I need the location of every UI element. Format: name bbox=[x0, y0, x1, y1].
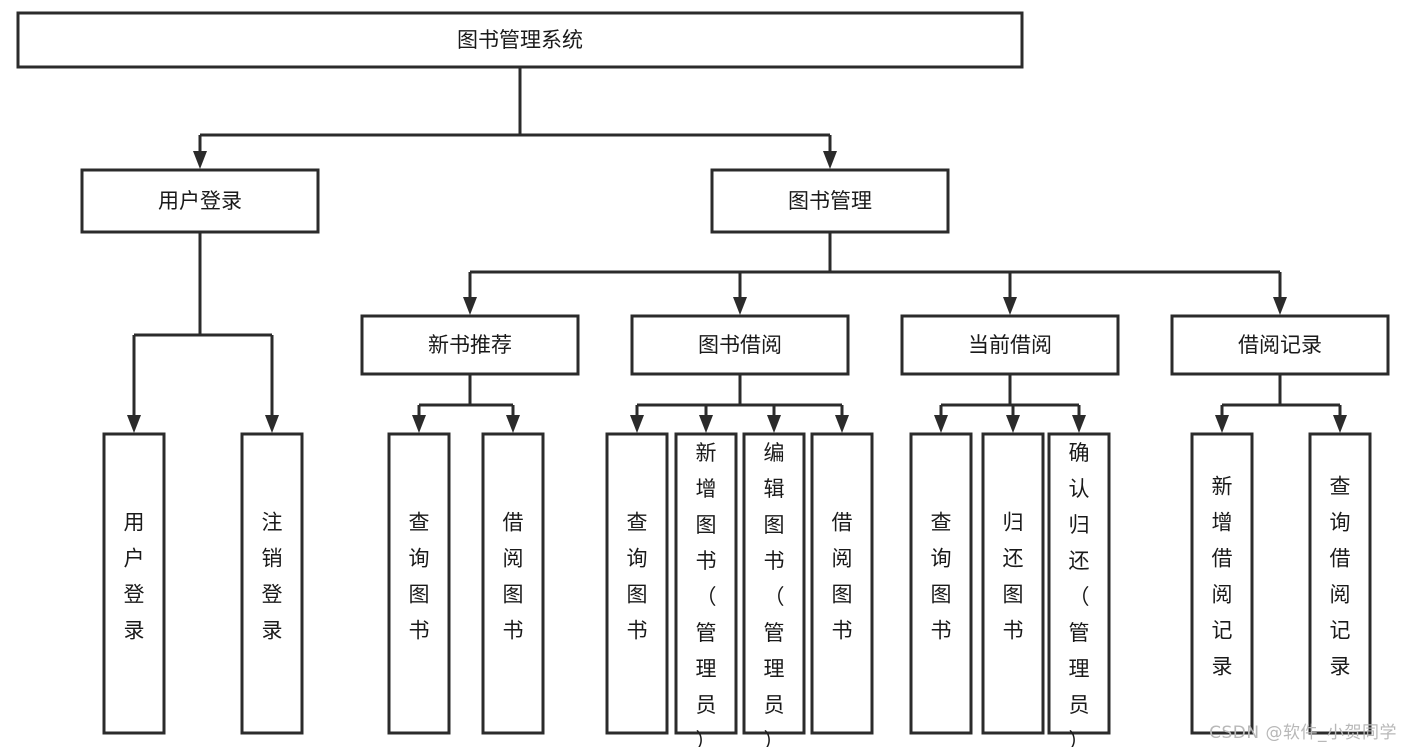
node-label: 借阅图书 bbox=[832, 511, 853, 643]
node-label: 借阅图书 bbox=[503, 511, 524, 643]
node-leaf-confirm-return-admin[interactable]: 确认归还（管理员） bbox=[1047, 432, 1111, 747]
arrow-head-icon bbox=[1273, 297, 1287, 315]
node-box bbox=[1170, 314, 1390, 376]
node-box bbox=[240, 432, 304, 735]
node-label: 用户登录 bbox=[124, 511, 145, 643]
node-box bbox=[387, 432, 451, 735]
arrow-head-icon bbox=[835, 415, 849, 433]
node-label: 借阅记录 bbox=[1238, 333, 1322, 357]
node-box bbox=[742, 432, 806, 735]
arrow-head-icon bbox=[1006, 415, 1020, 433]
node-box bbox=[810, 432, 874, 735]
arrow-head-icon bbox=[767, 415, 781, 433]
node-label: 图书管理 bbox=[788, 189, 872, 213]
node-box bbox=[674, 432, 738, 735]
arrow-head-icon bbox=[463, 297, 477, 315]
arrow-head-icon bbox=[1215, 415, 1229, 433]
node-box bbox=[710, 168, 950, 234]
node-root[interactable]: 图书管理系统 bbox=[16, 11, 1024, 69]
node-leaf-query-book-borrow[interactable]: 查询图书 bbox=[605, 432, 669, 735]
node-label: 图书借阅 bbox=[698, 333, 782, 357]
node-label: 确认归还（管理员） bbox=[1069, 441, 1090, 747]
node-leaf-edit-book-admin[interactable]: 编辑图书（管理员） bbox=[742, 432, 806, 747]
arrow-head-icon bbox=[193, 151, 207, 169]
node-box bbox=[909, 432, 973, 735]
arrow-head-icon bbox=[1333, 415, 1347, 433]
node-box bbox=[1308, 432, 1372, 735]
arrow-head-icon bbox=[934, 415, 948, 433]
node-box bbox=[605, 432, 669, 735]
arrow-head-icon bbox=[1072, 415, 1086, 433]
connector-layer bbox=[127, 67, 1347, 433]
node-box bbox=[80, 168, 320, 234]
node-label: 注销登录 bbox=[262, 511, 283, 643]
node-label: 新增借阅记录 bbox=[1212, 475, 1233, 679]
node-book-borrow[interactable]: 图书借阅 bbox=[630, 314, 850, 376]
node-leaf-add-borrow-record[interactable]: 新增借阅记录 bbox=[1190, 432, 1254, 735]
node-box bbox=[900, 314, 1120, 376]
node-leaf-borrow-book[interactable]: 借阅图书 bbox=[810, 432, 874, 735]
node-label: 用户登录 bbox=[158, 189, 242, 213]
node-leaf-add-book-admin[interactable]: 新增图书（管理员） bbox=[674, 432, 738, 747]
node-box bbox=[1047, 432, 1111, 735]
node-label: 查询图书 bbox=[627, 511, 648, 643]
node-box bbox=[102, 432, 166, 735]
node-label: 新增图书（管理员） bbox=[696, 441, 717, 747]
node-label: 查询图书 bbox=[931, 511, 952, 643]
node-box bbox=[360, 314, 580, 376]
node-label: 查询借阅记录 bbox=[1330, 475, 1351, 679]
node-leaf-query-borrow-record[interactable]: 查询借阅记录 bbox=[1308, 432, 1372, 735]
node-leaf-borrow-book-recommend[interactable]: 借阅图书 bbox=[481, 432, 545, 735]
node-label: 图书管理系统 bbox=[457, 28, 583, 52]
node-leaf-query-book-recommend[interactable]: 查询图书 bbox=[387, 432, 451, 735]
node-box bbox=[1190, 432, 1254, 735]
node-label: 归还图书 bbox=[1003, 511, 1024, 643]
arrow-head-icon bbox=[630, 415, 644, 433]
node-leaf-query-book-current[interactable]: 查询图书 bbox=[909, 432, 973, 735]
node-leaf-user-logout[interactable]: 注销登录 bbox=[240, 432, 304, 735]
node-box bbox=[16, 11, 1024, 69]
node-current-borrow[interactable]: 当前借阅 bbox=[900, 314, 1120, 376]
node-layer: 图书管理系统用户登录图书管理新书推荐图书借阅当前借阅借阅记录用户登录注销登录查询… bbox=[16, 11, 1390, 747]
arrow-head-icon bbox=[127, 415, 141, 433]
node-user-login[interactable]: 用户登录 bbox=[80, 168, 320, 234]
node-label: 查询图书 bbox=[409, 511, 430, 643]
arrow-head-icon bbox=[733, 297, 747, 315]
node-label: 当前借阅 bbox=[968, 333, 1052, 357]
arrow-head-icon bbox=[412, 415, 426, 433]
arrow-head-icon bbox=[699, 415, 713, 433]
node-label: 编辑图书（管理员） bbox=[764, 441, 785, 747]
node-leaf-return-book[interactable]: 归还图书 bbox=[981, 432, 1045, 735]
node-label: 新书推荐 bbox=[428, 333, 512, 357]
node-box bbox=[630, 314, 850, 376]
node-leaf-user-login[interactable]: 用户登录 bbox=[102, 432, 166, 735]
arrow-head-icon bbox=[265, 415, 279, 433]
node-new-book-recommend[interactable]: 新书推荐 bbox=[360, 314, 580, 376]
arrow-head-icon bbox=[506, 415, 520, 433]
node-borrow-record[interactable]: 借阅记录 bbox=[1170, 314, 1390, 376]
node-box bbox=[981, 432, 1045, 735]
node-book-manage[interactable]: 图书管理 bbox=[710, 168, 950, 234]
node-box bbox=[481, 432, 545, 735]
arrow-head-icon bbox=[1003, 297, 1017, 315]
arrow-head-icon bbox=[823, 151, 837, 169]
